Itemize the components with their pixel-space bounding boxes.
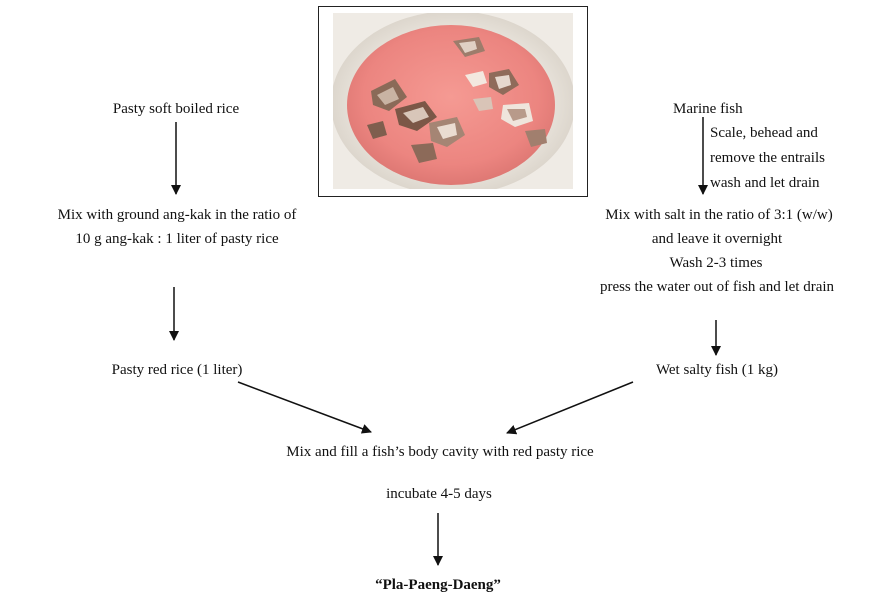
fish-bowl-photo	[333, 13, 573, 189]
left-result-label: Pasty red rice (1 liter)	[112, 361, 243, 379]
bowl-illustration	[333, 13, 573, 189]
final-mix-label: Mix and fill a fish’s body cavity with r…	[286, 443, 593, 461]
right-salt-line-2: and leave it overnight	[652, 230, 782, 248]
left-mix-line-1: Mix with ground ang-kak in the ratio of	[58, 206, 297, 224]
fish-photo-frame	[318, 6, 588, 197]
right-start-label: Marine fish	[673, 100, 743, 118]
right-result-label: Wet salty fish (1 kg)	[656, 361, 778, 379]
right-wash-line-2: press the water out of fish and let drai…	[600, 278, 834, 296]
right-prep-line-2: remove the entrails	[710, 149, 825, 167]
arrow-red-rice-to-final-mix	[238, 382, 371, 432]
right-prep-line-3: wash and let drain	[710, 174, 820, 192]
arrow-salty-fish-to-final-mix	[507, 382, 633, 433]
right-salt-line-1: Mix with salt in the ratio of 3:1 (w/w)	[605, 206, 832, 224]
product-name: “Pla-Paeng-Daeng”	[375, 576, 501, 594]
right-prep-line-1: Scale, behead and	[710, 124, 818, 142]
left-start-label: Pasty soft boiled rice	[113, 100, 239, 118]
left-mix-line-2: 10 g ang-kak : 1 liter of pasty rice	[75, 230, 278, 248]
incubate-label: incubate 4-5 days	[386, 485, 492, 503]
right-wash-line-1: Wash 2-3 times	[670, 254, 763, 272]
